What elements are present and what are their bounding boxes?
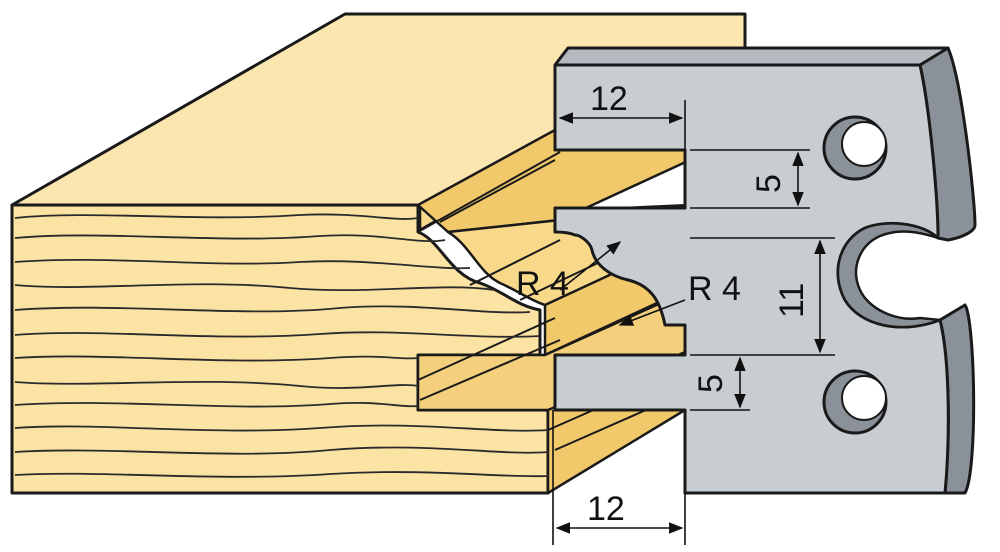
wood-ridge-lines (417, 151, 681, 451)
radius-right-leader (618, 299, 686, 326)
dim-top-width-label: 12 (590, 80, 628, 118)
blade-notch-shadow (836, 222, 941, 329)
dim-bottom-width-label: 12 (587, 490, 625, 528)
blade-upper-hole (822, 115, 888, 181)
blade-lower-hole (822, 369, 888, 435)
radius-left-leader (559, 241, 622, 291)
knife-blade (553, 46, 977, 495)
dim-lower-slot-label: 5 (692, 374, 730, 393)
blade-top-edge (553, 46, 950, 67)
radius-left-label: R 4 (516, 265, 569, 303)
dimension-labels: 12 12 5 11 5 R 4 R 4 (516, 80, 811, 528)
dim-middle-height-label: 11 (773, 283, 811, 318)
dim-upper-slot-label: 5 (750, 174, 788, 193)
wood-grain-lines (14, 213, 549, 478)
radius-right-label: R 4 (688, 270, 741, 308)
dimension-lines (552, 100, 835, 545)
